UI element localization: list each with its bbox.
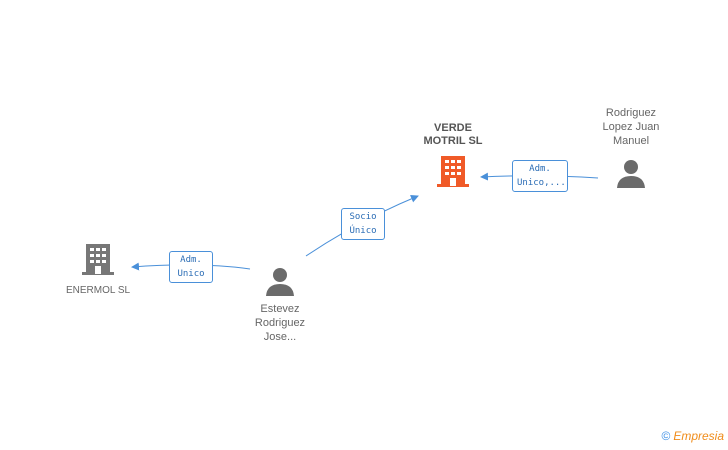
company-name-line1: VERDE <box>434 122 472 134</box>
copyright-icon: © <box>661 429 671 443</box>
person-name-line2: Lopez Juan <box>602 121 660 133</box>
edge-label-socio-unico[interactable]: Socio Único <box>341 208 385 240</box>
brand-logo: ©Empresia <box>661 429 724 443</box>
edge-label-line2: Único <box>349 226 377 236</box>
edge-label-line2: Unico,... <box>517 178 566 188</box>
edge-label-line1: Adm. <box>529 164 551 174</box>
person-name-line2: Rodriguez <box>254 317 306 329</box>
person-estevez[interactable]: Estevez Rodriguez Jose... <box>240 266 320 344</box>
brand-name: Empresia <box>673 429 724 443</box>
company-name-line2: MOTRIL SL <box>423 135 483 147</box>
person-name-line1: Rodriguez <box>605 107 657 119</box>
person-name-line1: Estevez <box>260 303 300 315</box>
person-name-line3: Manuel <box>612 135 650 147</box>
company-verde-motril[interactable]: VERDE MOTRIL SL <box>398 122 508 190</box>
edge-label-line1: Socio <box>349 212 377 222</box>
edge-label-line1: Adm. <box>180 255 202 265</box>
company-enermol[interactable]: ENERMOL SL <box>50 242 146 297</box>
edge-label-adm-unico[interactable]: Adm. Unico <box>169 251 213 283</box>
person-icon <box>266 268 294 296</box>
building-icon <box>437 156 469 187</box>
person-rodriguez[interactable]: Rodriguez Lopez Juan Manuel <box>586 106 676 188</box>
edge-label-line2: Unico <box>177 269 205 279</box>
edge-label-adm-unico-multi[interactable]: Adm. Unico,... <box>512 160 568 192</box>
building-icon <box>82 244 114 275</box>
company-name: ENERMOL SL <box>65 285 131 296</box>
person-icon <box>617 160 645 188</box>
person-name-line3: Jose... <box>263 331 297 343</box>
